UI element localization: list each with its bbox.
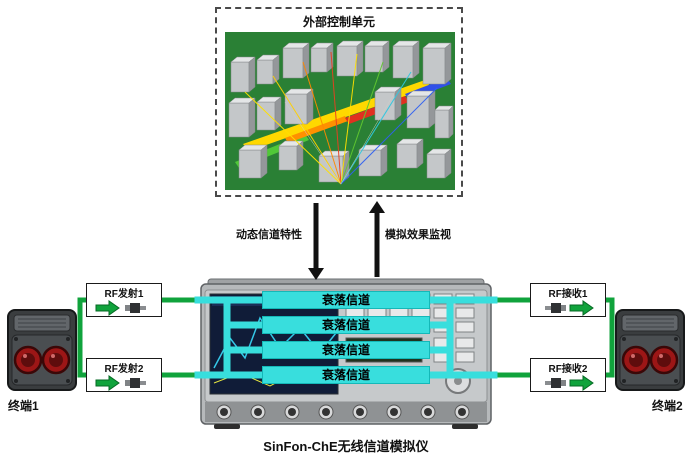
control-unit-title: 外部控制单元 — [302, 15, 375, 29]
fading-channel-bar-2: 衰落信道 — [262, 316, 430, 334]
terminal-1-device — [6, 306, 78, 394]
ray-paths — [244, 51, 438, 185]
external-control-unit-panel: 外部控制单元 — [215, 7, 463, 197]
green-arrow-icon — [569, 300, 594, 316]
rf-rx1-box: RF接收1 — [530, 283, 606, 317]
instrument-knob — [445, 368, 471, 394]
green-arrow-icon — [95, 300, 120, 316]
rf-rx2-box: RF接收2 — [530, 358, 606, 392]
rf-tx-signal-icon — [95, 300, 146, 316]
green-arrow-icon — [569, 375, 594, 391]
rf-connector-icon — [125, 378, 146, 388]
rf-connector-icon — [545, 378, 566, 388]
rf-tx2-label: RF发射2 — [104, 364, 144, 375]
terminal-2-label: 终端2 — [652, 399, 683, 413]
terminal-1-label: 终端1 — [8, 399, 39, 413]
green-arrow-icon — [95, 375, 120, 391]
terminal-device-image — [615, 309, 685, 391]
city-simulation-image — [225, 32, 455, 190]
rf-tx1-label: RF发射1 — [104, 289, 144, 300]
rf-rx-signal-icon — [545, 300, 594, 316]
fading-channel-bar-4: 衰落信道 — [262, 366, 430, 384]
down-arrow-label: 动态信道特性 — [236, 229, 302, 241]
rf-connector-icon — [125, 303, 146, 313]
rf-connector-icon — [545, 303, 566, 313]
rf-rx1-label: RF接收1 — [548, 289, 588, 300]
fading-channel-bar-3: 衰落信道 — [262, 341, 430, 359]
device-caption: SinFon-ChE无线信道模拟仪 — [263, 439, 429, 454]
instrument-connectors — [205, 402, 487, 429]
down-arrow-icon — [308, 203, 324, 280]
rf-tx-signal-icon — [95, 375, 146, 391]
rf-tx2-box: RF发射2 — [86, 358, 162, 392]
up-arrow-label: 模拟效果监视 — [385, 229, 451, 241]
fading-channel-bar-1: 衰落信道 — [262, 291, 430, 309]
rf-tx1-box: RF发射1 — [86, 283, 162, 317]
rf-rx2-label: RF接收2 — [548, 364, 588, 375]
rf-rx-signal-icon — [545, 375, 594, 391]
up-arrow-icon — [369, 201, 385, 277]
terminal-device-image — [7, 309, 77, 391]
terminal-2-device — [614, 306, 686, 394]
